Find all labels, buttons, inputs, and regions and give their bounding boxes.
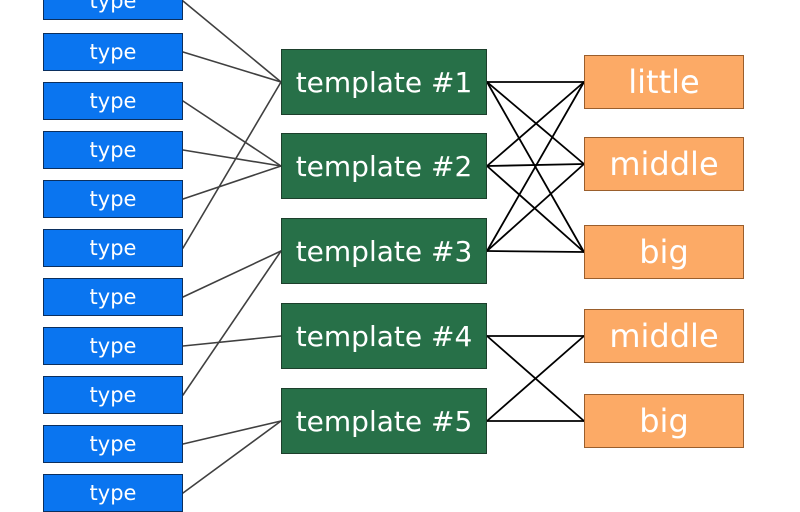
template-node-1: template #1 (281, 49, 487, 115)
size-node-big: big (584, 225, 744, 279)
type-node: type (43, 0, 183, 20)
type-node: type (43, 33, 183, 71)
type-template-link (182, 420, 282, 494)
type-node: type (43, 180, 183, 218)
type-node: type (43, 376, 183, 414)
type-template-link (182, 250, 282, 298)
template-node-2: template #2 (281, 133, 487, 199)
size-node-middle: middle (584, 309, 744, 363)
template-size-link (486, 81, 585, 252)
template-node-3: template #3 (281, 218, 487, 284)
size-node-big: big (584, 394, 744, 448)
type-node: type (43, 82, 183, 120)
type-node: type (43, 425, 183, 463)
type-node: type (43, 327, 183, 365)
type-template-link (182, 335, 282, 347)
template-size-link (486, 81, 585, 167)
type-node: type (43, 278, 183, 316)
type-template-link (182, 149, 282, 167)
type-template-link (182, 0, 282, 83)
type-template-link (182, 81, 282, 249)
type-template-link (182, 100, 282, 167)
connection-diagram (182, 0, 585, 494)
template-node-4: template #4 (281, 303, 487, 369)
template-size-link (486, 250, 585, 253)
connector-lines (182, 0, 585, 494)
size-node-middle: middle (584, 137, 744, 191)
size-node-little: little (584, 55, 744, 109)
template-size-link (486, 335, 585, 422)
type-node: type (43, 474, 183, 512)
type-node: type (43, 229, 183, 267)
template-node-5: template #5 (281, 388, 487, 454)
template-size-link (486, 165, 585, 253)
template-size-link (486, 163, 585, 252)
type-node: type (43, 131, 183, 169)
type-template-link (182, 165, 282, 200)
type-template-link (182, 51, 282, 83)
type-template-link (182, 420, 282, 445)
type-template-link (182, 250, 282, 396)
